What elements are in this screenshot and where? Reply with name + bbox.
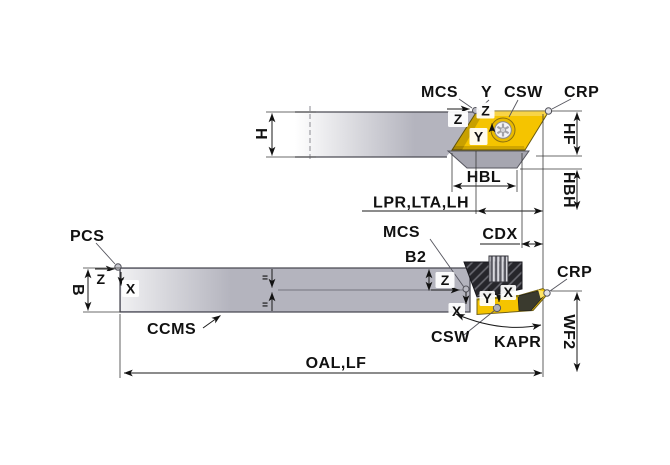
crp-point-plan [543, 289, 551, 297]
insert-shade-bottom [452, 146, 525, 150]
side-view: MCS Y CSW CRP Z Z Y H [252, 84, 599, 377]
dim-wf2: WF2 [551, 290, 582, 372]
y-insert-axis-side: Y [469, 123, 496, 145]
mcs-point-plan [462, 285, 470, 293]
y-tip-label: Y [483, 290, 493, 306]
tip-axes-plan: Y X [479, 284, 516, 306]
dim-b2-label: B2 [405, 249, 426, 266]
y-insert-label-side: Y [474, 129, 484, 145]
label-mcs-side: MCS [421, 84, 458, 101]
z-ref-axis-side: Z [447, 105, 470, 127]
dim-oal: OAL,LF [119, 314, 543, 378]
z-insert-axis-side: Z [476, 102, 495, 119]
kapr-angle: KAPR [455, 313, 542, 351]
pcs-axes: Z X [91, 242, 139, 297]
dim-hbl: HBL [451, 153, 518, 192]
crp-leader-side [551, 98, 572, 110]
ccms: CCMS [147, 315, 221, 338]
insert-highlight [477, 111, 549, 116]
dim-lpr-label: LPR,LTA,LH [373, 195, 469, 212]
dim-hf: HF [536, 110, 582, 157]
insert-shade-left [452, 111, 484, 150]
pcs-point [114, 263, 122, 271]
centerline-equality: = = [262, 269, 276, 311]
dim-h: H [252, 111, 316, 158]
crp-leader-plan [549, 278, 568, 292]
heel [446, 150, 530, 169]
z-pcs-label: Z [97, 271, 106, 287]
plan-view: Z X PCS B = = CCMS B2 [69, 224, 592, 378]
mcs-axes-plan: Z X [431, 272, 470, 319]
shank-edges [295, 111, 476, 158]
label-kapr: KAPR [494, 334, 541, 351]
dim-h-label: H [252, 128, 269, 140]
z-ref-label-side: Z [454, 111, 463, 127]
shank-fade [295, 111, 415, 158]
z-insert-label-side: Z [481, 103, 490, 119]
equal-mark-top: = [262, 273, 268, 284]
dim-b: B [69, 267, 121, 313]
csw-leader-side [508, 99, 519, 118]
label-crp-side: CRP [564, 84, 599, 101]
bar-fade [121, 269, 231, 311]
label-csw-side: CSW [504, 84, 543, 101]
z-mcs-label: Z [441, 272, 450, 288]
csw-point-plan [492, 303, 502, 313]
dim-b2: B2 [405, 249, 433, 291]
insert-edge-dark [517, 290, 547, 311]
equal-mark-bottom: = [262, 300, 268, 311]
dim-lpr: LPR,LTA,LH [362, 151, 543, 215]
label-ccms: CCMS [147, 321, 196, 338]
mcs-leader-plan [429, 238, 464, 287]
dim-oal-label: OAL,LF [306, 355, 367, 372]
dim-b-label: B [69, 284, 86, 296]
label-crp-plan: CRP [557, 264, 592, 281]
clamp-screw-side [490, 117, 516, 143]
label-csw-plan: CSW [431, 329, 470, 346]
dim-cdx: CDX [480, 153, 543, 248]
label-y-side: Y [481, 84, 492, 101]
label-mcs-plan: MCS [383, 224, 420, 241]
x-mcs-label: X [452, 303, 462, 319]
dim-hbl-label: HBL [467, 169, 501, 186]
insert-tip-highlight [538, 289, 549, 299]
dim-cdx-label: CDX [482, 226, 517, 243]
mcs-leader-side [458, 98, 473, 109]
dim-hbh: HBH [520, 168, 582, 210]
dim-hf-label: HF [560, 123, 577, 145]
clamp-screw-plan [488, 255, 509, 283]
dim-wf2-label: WF2 [560, 314, 577, 349]
crp-point-side [544, 107, 553, 115]
label-pcs: PCS [70, 228, 104, 245]
dim-hbh-label: HBH [560, 172, 577, 208]
x-pcs-label: X [126, 281, 136, 297]
x-tip-label: X [504, 284, 514, 300]
